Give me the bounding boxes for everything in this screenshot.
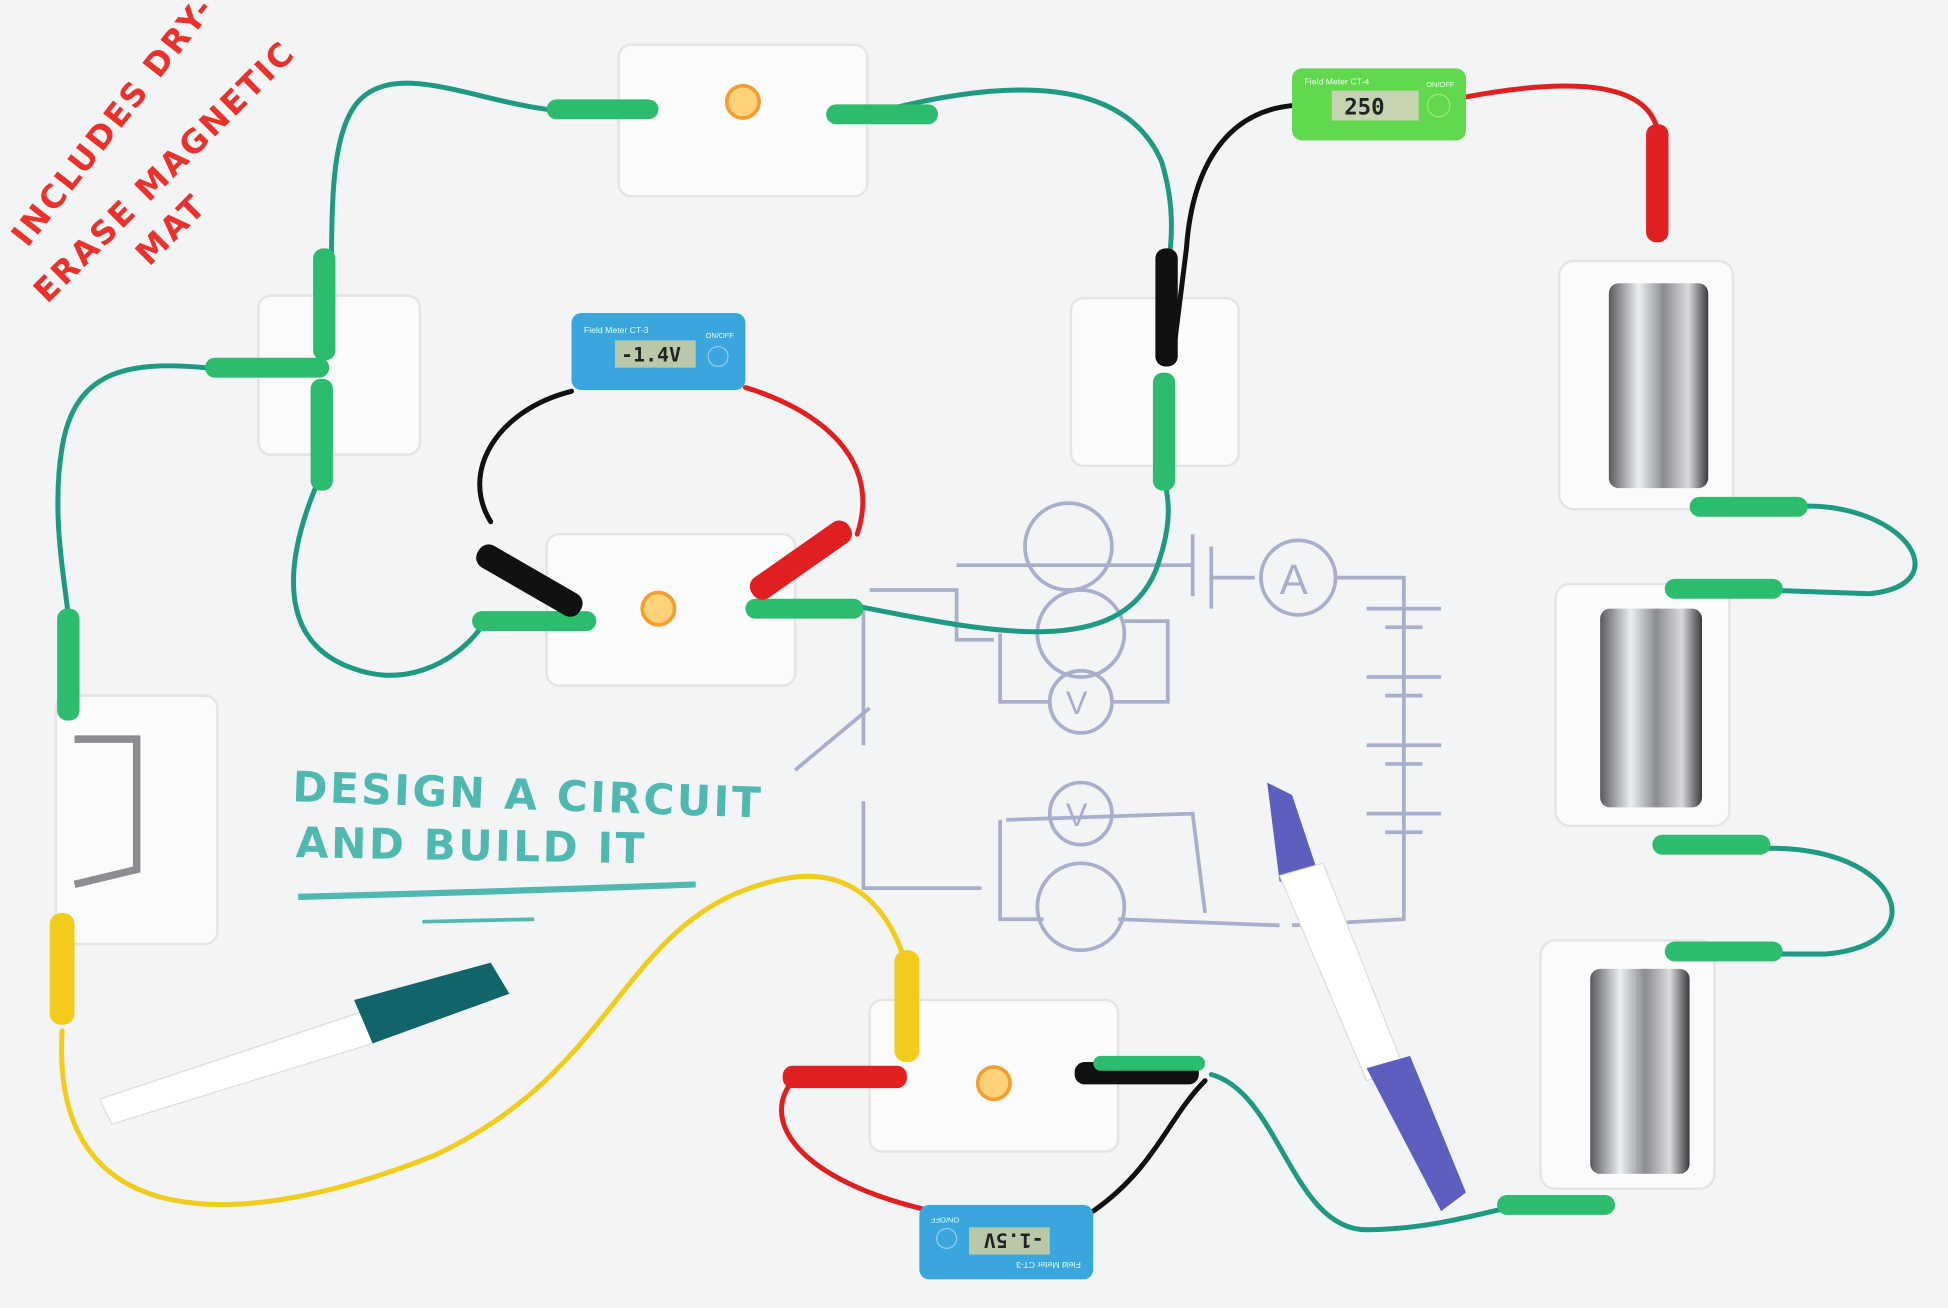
clip-green	[1664, 578, 1783, 599]
voltmeter-symbol: V	[1066, 685, 1088, 721]
power-button[interactable]	[936, 1227, 958, 1249]
clip-green	[310, 378, 333, 491]
meter-reading: 250	[1344, 94, 1384, 120]
battery	[1608, 283, 1709, 489]
power-button[interactable]	[707, 345, 729, 368]
clip-red	[749, 520, 852, 600]
clip-black	[1155, 248, 1178, 367]
lcd-screen	[614, 340, 696, 368]
meter-model: Field Meter CT-3	[1016, 1260, 1081, 1270]
clip-green	[546, 99, 659, 120]
bulb-lit	[640, 590, 677, 627]
clip-red	[1646, 124, 1669, 243]
clip-green	[1093, 1055, 1206, 1071]
meter-reading: -1.5V	[984, 1228, 1044, 1251]
meter-ammeter: Field Meter CT-4 250 ON/OFF	[1292, 68, 1466, 141]
clip-green	[1652, 834, 1771, 855]
battery	[1600, 608, 1703, 808]
power-button[interactable]	[1426, 93, 1451, 118]
clip-green	[1689, 496, 1808, 517]
clip-red	[782, 1065, 907, 1089]
meter-voltmeter-bottom: Field Meter CT-3 -1.5V ON/OFF	[919, 1204, 1094, 1280]
bulb-lit	[975, 1065, 1012, 1102]
clip-yellow	[894, 950, 920, 1063]
battery	[1590, 968, 1690, 1174]
power-label: ON/OFF	[1426, 80, 1455, 89]
clip-green	[1152, 372, 1176, 491]
wires	[55, 80, 1918, 1233]
lcd-screen	[969, 1227, 1050, 1255]
meter-reading: -1.4V	[621, 343, 681, 366]
power-label: ON/OFF	[706, 331, 735, 340]
batteries	[1590, 283, 1709, 1174]
clip-green	[472, 611, 597, 632]
lcd-screen	[1331, 90, 1419, 121]
ammeter-symbol: A	[1280, 556, 1309, 603]
meter-voltmeter-top: Field Meter CT-3 -1.4V ON/OFF	[571, 313, 746, 391]
clip-green	[1497, 1194, 1616, 1215]
blue-marker	[1267, 782, 1466, 1212]
clip-green	[57, 608, 80, 721]
clip-green	[204, 357, 330, 378]
clip-green	[313, 248, 336, 361]
bulbs	[640, 83, 1012, 1102]
clip-green	[826, 104, 938, 125]
voltmeter-symbol: V	[1066, 797, 1088, 833]
clip-yellow	[49, 912, 75, 1025]
bulb-lit	[724, 83, 761, 120]
knife-switch	[73, 735, 141, 889]
meter-model: Field Meter CT-3	[584, 325, 649, 335]
power-label: ON/OFF	[931, 1215, 960, 1224]
clip-black	[476, 544, 583, 617]
clip-green	[745, 598, 864, 619]
clip-green	[1664, 941, 1783, 962]
alligator-clips	[49, 99, 1808, 1215]
design-line: AND BUILD IT	[296, 818, 648, 873]
schematic-drawing: A V V	[793, 501, 1442, 953]
meter-model: Field Meter CT-4	[1304, 76, 1369, 86]
teal-marker	[98, 962, 510, 1125]
